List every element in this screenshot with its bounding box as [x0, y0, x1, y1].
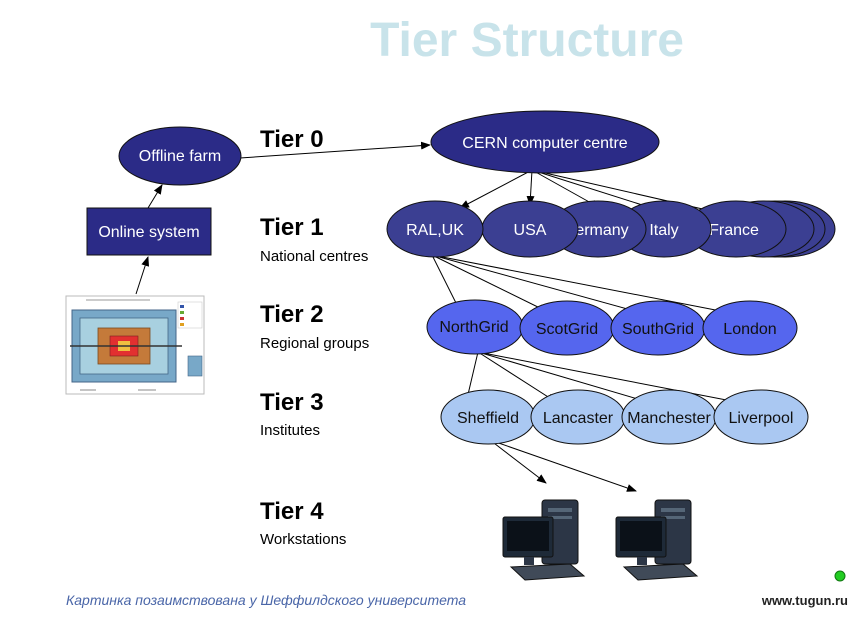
workstation-1 — [502, 499, 586, 581]
tier1-label-france: France — [709, 222, 759, 239]
tier2-node-northgrid: NorthGrid — [426, 299, 524, 355]
tier-3-subtitle: Institutes — [260, 422, 320, 439]
arrow-northgrid-liverpool — [477, 351, 743, 406]
arrow-northgrid-manchester — [477, 351, 649, 404]
arrow-ral-scotgrid — [431, 254, 549, 313]
offline-farm-label: Offline farm — [139, 148, 221, 165]
tier-3-title: Tier 3 — [260, 389, 324, 416]
tier1-label-italy: Italy — [649, 222, 678, 239]
arrow-ral-southgrid — [431, 254, 643, 315]
arrow-ral-london — [431, 254, 737, 317]
tier2-label-northgrid: NorthGrid — [439, 319, 508, 336]
detector-image — [65, 295, 205, 395]
tier-1-subtitle: National centres — [260, 248, 368, 265]
tier3-label-sheffield: Sheffield — [457, 410, 519, 427]
tier-2-subtitle: Regional groups — [260, 335, 369, 352]
tier3-node-sheffield: Sheffield — [440, 389, 536, 445]
tier1-node-usa: USA — [481, 200, 579, 258]
tier-1-title: Tier 1 — [260, 214, 324, 241]
tier3-label-lancaster: Lancaster — [543, 410, 614, 427]
tier2-node-london: London — [702, 300, 798, 356]
arrow-northgrid-lancaster — [477, 351, 557, 403]
page-title: Tier Structure — [370, 14, 684, 67]
arrow-online-offline — [147, 184, 163, 209]
tier1-label-germany: ermany — [575, 222, 628, 239]
tier3-label-liverpool: Liverpool — [729, 410, 794, 427]
tier2-nodes: NorthGrid ScotGrid SouthGrid London — [426, 299, 798, 356]
online-system-box: Online system — [86, 207, 212, 256]
tier1-node-germany: ermany — [549, 200, 647, 258]
tier-2-title: Tier 2 — [260, 301, 324, 328]
tier2-label-london: London — [723, 321, 776, 338]
arrow-cern-italy — [531, 169, 659, 212]
tier3-label-manchester: Manchester — [627, 410, 711, 427]
tier1-node-italy: Italy — [616, 200, 712, 258]
tier-4-title: Tier 4 — [260, 498, 324, 525]
workstation-2 — [615, 499, 699, 581]
tier1-label-ral: RAL,UK — [406, 222, 464, 239]
tier3-node-liverpool: Liverpool — [713, 389, 809, 445]
tier2-node-southgrid: SouthGrid — [610, 300, 706, 356]
arrow-sheffield-ws2 — [489, 439, 637, 492]
arrow-offline-cern — [239, 141, 431, 159]
arrow-cern-usa — [526, 169, 535, 206]
online-system-label: Online system — [98, 224, 199, 241]
cern-node: CERN computer centre — [430, 110, 660, 174]
arrow-ral-northgrid — [431, 254, 461, 312]
tier2-label-scotgrid: ScotGrid — [536, 321, 598, 338]
tier3-nodes: Sheffield Lancaster Manchester Liverpool — [440, 389, 809, 445]
connectors — [135, 141, 743, 492]
tier3-node-lancaster: Lancaster — [530, 389, 626, 445]
arrow-detector-online — [135, 256, 150, 295]
watermark: www.tugun.ru — [761, 593, 848, 608]
tier1-label-usa: USA — [514, 222, 547, 239]
offline-farm-node: Offline farm — [118, 126, 242, 186]
cern-label: CERN computer centre — [462, 135, 627, 152]
tier-0-title: Tier 0 — [260, 126, 324, 153]
arrow-cern-ral — [459, 169, 533, 209]
tier3-node-manchester: Manchester — [621, 389, 717, 445]
tier1-nodes: France Italy ermany USA RAL,UK — [386, 200, 787, 258]
tier-4-subtitle: Workstations — [260, 531, 346, 548]
arrow-sheffield-ws1 — [489, 439, 547, 484]
tier2-label-southgrid: SouthGrid — [622, 321, 694, 338]
tier1-node-ral: RAL,UK — [386, 200, 484, 258]
status-dot-icon — [834, 570, 846, 582]
tier2-node-scotgrid: ScotGrid — [519, 300, 615, 356]
footer-credit: Картинка позаимствована у Шеффилдского у… — [66, 592, 466, 608]
